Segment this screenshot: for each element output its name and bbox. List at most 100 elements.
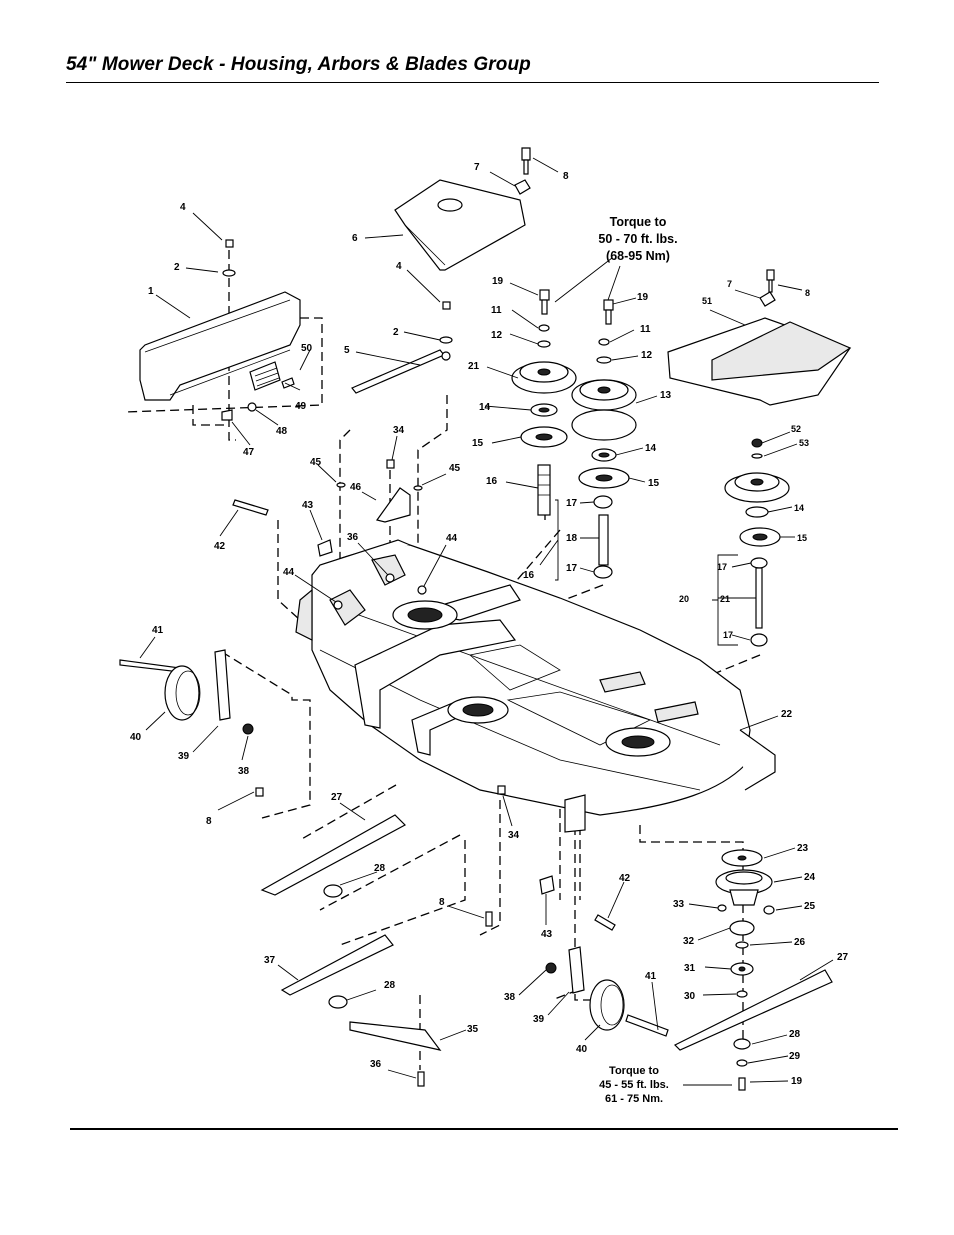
torque-note-lower: Torque to 45 - 55 ft. lbs. 61 - 75 Nm. (599, 1065, 669, 1105)
callout-49: 49 (295, 401, 307, 412)
callout-19: 19 (791, 1076, 803, 1087)
callout-8: 8 (439, 897, 445, 908)
callout-29: 29 (789, 1051, 801, 1062)
callout-23: 23 (797, 843, 809, 854)
callout-52: 52 (791, 424, 801, 434)
callout-8: 8 (206, 816, 212, 827)
leader-lines (139, 157, 834, 1086)
callout-41: 41 (152, 625, 164, 636)
callout-44: 44 (446, 533, 458, 544)
callout-28: 28 (789, 1029, 801, 1040)
lower-spindle-parts (715, 849, 775, 1091)
left-deflector-shield (139, 291, 301, 421)
torque-note-upper: Torque to 50 - 70 ft. lbs. (68-95 Nm) (598, 215, 677, 263)
callout-20: 20 (679, 594, 689, 604)
callout-45: 45 (310, 457, 322, 468)
callout-50: 50 (301, 343, 313, 354)
svg-text:(68-95 Nm): (68-95 Nm) (606, 249, 670, 263)
callout-14: 14 (794, 503, 804, 513)
callout-21: 21 (720, 594, 730, 604)
title-rule (66, 82, 879, 83)
callout-17: 17 (717, 562, 727, 572)
right-deflector-shield (667, 269, 852, 406)
callout-8: 8 (563, 171, 569, 182)
callout-38: 38 (238, 766, 250, 777)
callout-19: 19 (637, 292, 649, 303)
callout-42: 42 (214, 541, 226, 552)
callout-36: 36 (370, 1059, 382, 1070)
callout-17: 17 (723, 630, 733, 640)
callout-43: 43 (541, 929, 553, 940)
right-spindle-parts (724, 438, 790, 647)
callout-labels: 1 2 2 4 4 5 6 7 7 8 8 8 8 11 11 12 12 13… (130, 162, 849, 1087)
callout-12: 12 (641, 350, 653, 361)
svg-text:Torque to: Torque to (609, 1065, 659, 1077)
callout-15: 15 (472, 438, 484, 449)
callout-13: 13 (660, 390, 672, 401)
callout-40: 40 (130, 732, 142, 743)
callout-44: 44 (283, 567, 295, 578)
center-spindle-parts (511, 289, 637, 579)
callout-2: 2 (174, 262, 180, 273)
callout-1: 1 (148, 286, 154, 297)
callout-16: 16 (523, 570, 535, 581)
mower-blades (260, 814, 833, 1087)
callout-11: 11 (491, 305, 502, 316)
callout-41: 41 (645, 971, 657, 982)
callout-31: 31 (684, 963, 696, 974)
callout-36: 36 (347, 532, 359, 543)
deck-housing (295, 539, 776, 833)
callout-15: 15 (797, 533, 807, 543)
callout-46: 46 (350, 482, 362, 493)
callout-45: 45 (449, 463, 461, 474)
callout-30: 30 (684, 991, 696, 1002)
callout-17: 17 (566, 563, 578, 574)
callout-22: 22 (781, 709, 793, 720)
svg-text:61 - 75 Nm.: 61 - 75 Nm. (605, 1093, 663, 1105)
callout-39: 39 (178, 751, 190, 762)
callout-51: 51 (702, 296, 712, 306)
callout-19: 19 (492, 276, 504, 287)
callout-40: 40 (576, 1044, 588, 1055)
callout-4: 4 (396, 261, 402, 272)
callout-53: 53 (799, 438, 809, 448)
callout-18: 18 (566, 533, 578, 544)
callout-14: 14 (479, 402, 491, 413)
callout-14: 14 (645, 443, 657, 454)
callout-16: 16 (486, 476, 498, 487)
callout-34: 34 (508, 830, 520, 841)
callout-35: 35 (467, 1024, 479, 1035)
callout-6: 6 (352, 233, 358, 244)
callout-39: 39 (533, 1014, 545, 1025)
callout-37: 37 (264, 955, 276, 966)
callout-28: 28 (374, 863, 386, 874)
callout-43: 43 (302, 500, 314, 511)
callout-12: 12 (491, 330, 503, 341)
callout-34: 34 (393, 425, 405, 436)
callout-15: 15 (648, 478, 660, 489)
gauge-wheels (119, 499, 669, 1037)
callout-7: 7 (474, 162, 480, 173)
callout-8: 8 (805, 288, 810, 298)
callout-33: 33 (673, 899, 685, 910)
callout-28: 28 (384, 980, 396, 991)
svg-text:50 - 70 ft. lbs.: 50 - 70 ft. lbs. (598, 232, 677, 246)
page-title: 54" Mower Deck - Housing, Arbors & Blade… (66, 54, 531, 75)
callout-17: 17 (566, 498, 578, 509)
callout-32: 32 (683, 936, 695, 947)
callout-11: 11 (640, 324, 651, 335)
callout-24: 24 (804, 872, 816, 883)
callout-4: 4 (180, 202, 186, 213)
svg-text:Torque to: Torque to (610, 215, 667, 229)
callout-42: 42 (619, 873, 631, 884)
svg-text:45 - 55 ft. lbs.: 45 - 55 ft. lbs. (599, 1079, 669, 1091)
footer-rule (70, 1128, 898, 1130)
callout-26: 26 (794, 937, 806, 948)
callout-25: 25 (804, 901, 816, 912)
callout-7: 7 (727, 279, 732, 289)
callout-47: 47 (243, 447, 255, 458)
callout-21: 21 (468, 361, 480, 372)
callout-48: 48 (276, 426, 288, 437)
callout-2: 2 (393, 327, 399, 338)
